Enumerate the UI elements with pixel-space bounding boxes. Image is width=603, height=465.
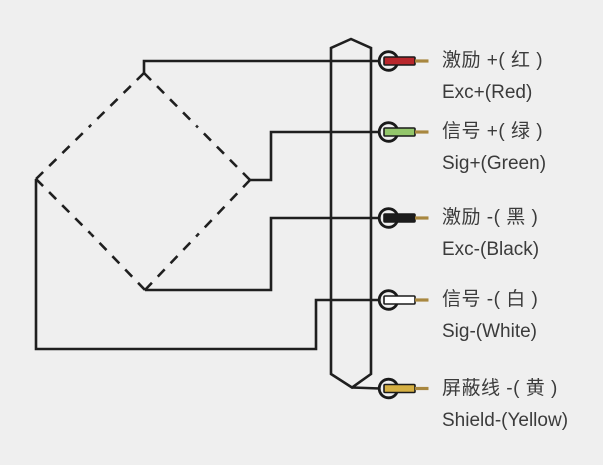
bridge-diamond [35, 72, 251, 291]
bridge-edge-top-right-b [196, 125, 251, 181]
wire-path-shield [351, 386, 381, 390]
wire-bare-tip [415, 130, 429, 134]
bridge-edge-bottom-right-b [144, 234, 199, 291]
bridge-edge-top-left-a [35, 124, 92, 180]
label-exc-plus-en: Exc+(Red) [442, 82, 533, 103]
wire-routes [34, 59, 381, 390]
label-shield-zh: 屏蔽线 -( 黄 ) [442, 378, 558, 399]
label-exc-minus-zh: 激励 -( 黑 ) [442, 207, 539, 228]
label-sig-plus-en: Sig+(Green) [442, 153, 547, 174]
label-sig-plus-zh: 信号 +( 绿 ) [442, 121, 544, 142]
label-exc-plus-zh: 激励 +( 红 ) [442, 50, 544, 71]
label-sig-minus: 信号 -( 白 ) Sig-(White) [442, 284, 538, 348]
wire-insulation-white [383, 295, 416, 305]
cable-sheath-outline [329, 37, 373, 390]
wire-insulation-black [383, 213, 416, 223]
wire-path-sig-plus [250, 130, 379, 182]
wire-insulation-yellow [383, 383, 416, 394]
terminal-sig-minus [377, 289, 429, 311]
wire-insulation-green [383, 127, 416, 137]
wire-bare-tip [415, 216, 429, 220]
label-exc-minus-en: Exc-(Black) [442, 239, 540, 260]
label-sig-minus-zh: 信号 -( 白 ) [442, 289, 539, 310]
bridge-edge-top-left-b [89, 72, 145, 127]
label-exc-plus: 激励 +( 红 ) Exc+(Red) [442, 45, 543, 109]
wire-bare-tip [415, 59, 429, 63]
wire-insulation-red [383, 56, 416, 66]
bridge-edge-bottom-left-a [90, 233, 146, 291]
wire-bare-tip [415, 386, 429, 391]
wire-path-exc-minus [145, 216, 379, 292]
label-shield: 屏蔽线 -( 黄 ) Shield-(Yellow) [442, 373, 568, 437]
terminal-shield [377, 377, 429, 400]
bridge-edge-bottom-right-a [196, 179, 251, 236]
terminal-sig-plus [377, 121, 429, 143]
terminal-exc-plus [377, 50, 429, 72]
label-exc-minus: 激励 -( 黑 ) Exc-(Black) [442, 202, 539, 266]
terminal-exc-minus [377, 207, 429, 229]
wire-path-sig-minus [34, 179, 379, 351]
label-sig-plus: 信号 +( 绿 ) Sig+(Green) [442, 116, 546, 180]
wire-bare-tip [415, 298, 429, 302]
wire-path-exc-plus [142, 59, 379, 73]
bridge-edge-top-right-a [143, 72, 198, 128]
label-sig-minus-en: Sig-(White) [442, 321, 538, 342]
bridge-edge-bottom-left-b [35, 178, 92, 235]
label-shield-en: Shield-(Yellow) [442, 410, 569, 431]
